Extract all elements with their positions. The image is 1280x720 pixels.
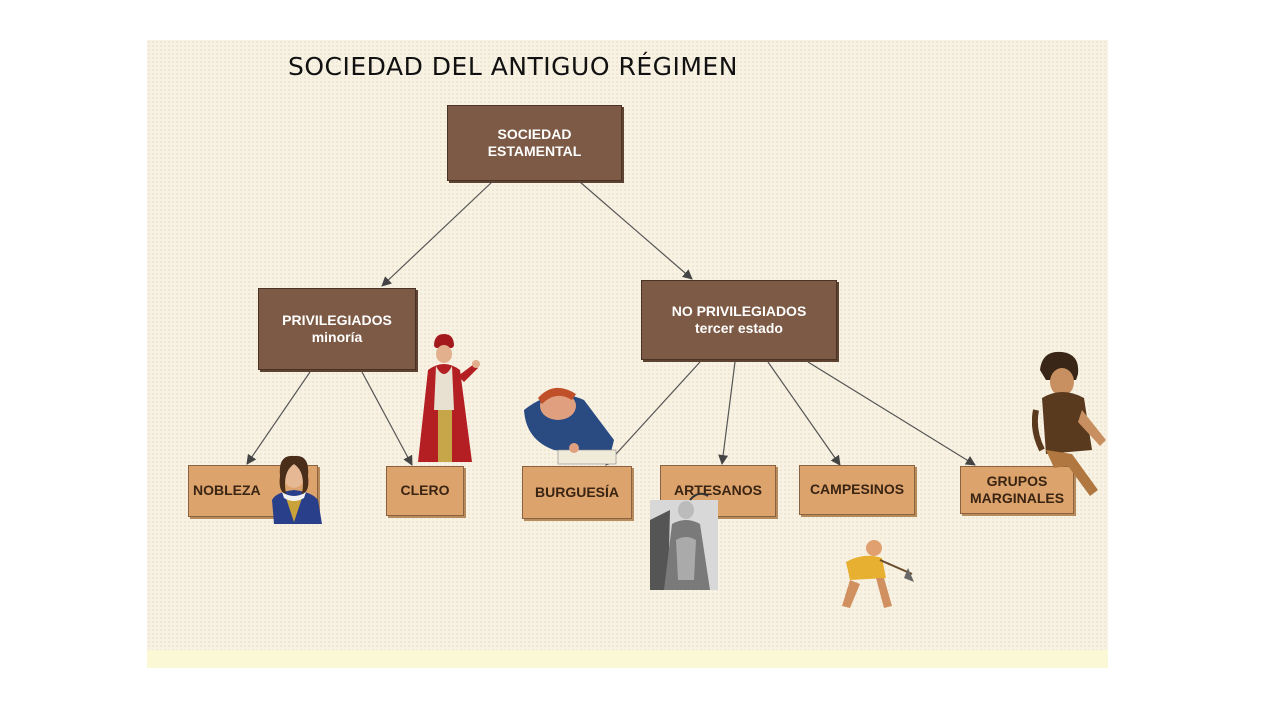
peasant-figure — [842, 540, 914, 608]
node-label-line1: GRUPOS — [986, 472, 1048, 489]
slide-background — [147, 40, 1108, 668]
beggar-boy-figure — [1032, 351, 1106, 496]
node-artesanos: ARTESANOS — [660, 465, 776, 517]
diagram-title: SOCIEDAD DEL ANTIGUO RÉGIMEN — [288, 52, 738, 81]
node-label-line1: SOCIEDAD — [497, 125, 572, 142]
node-label-line2: tercer estado — [695, 320, 783, 336]
node-label-line2: ESTAMENTAL — [487, 143, 582, 159]
node-clero: CLERO — [386, 466, 464, 516]
slide-footer-strip — [147, 650, 1108, 668]
node-label: NOBLEZA — [193, 482, 261, 499]
node-label-line2: minoría — [311, 329, 363, 345]
artisan-figure — [650, 492, 718, 590]
nobleman-figure — [272, 455, 322, 524]
node-label-line1: PRIVILEGIADOS — [282, 311, 392, 328]
node-label: CLERO — [400, 482, 450, 499]
node-label: BURGUESÍA — [534, 483, 619, 500]
node-label: CAMPESINOS — [809, 481, 905, 498]
cardinal-figure — [418, 334, 480, 462]
node-label-line1: NO PRIVILEGIADOS — [671, 302, 807, 319]
merchant-figure — [524, 387, 617, 465]
node-burguesia: BURGUESÍA — [522, 466, 632, 519]
node-campesinos: CAMPESINOS — [799, 465, 915, 515]
node-label-line2: MARGINALES — [969, 490, 1065, 506]
